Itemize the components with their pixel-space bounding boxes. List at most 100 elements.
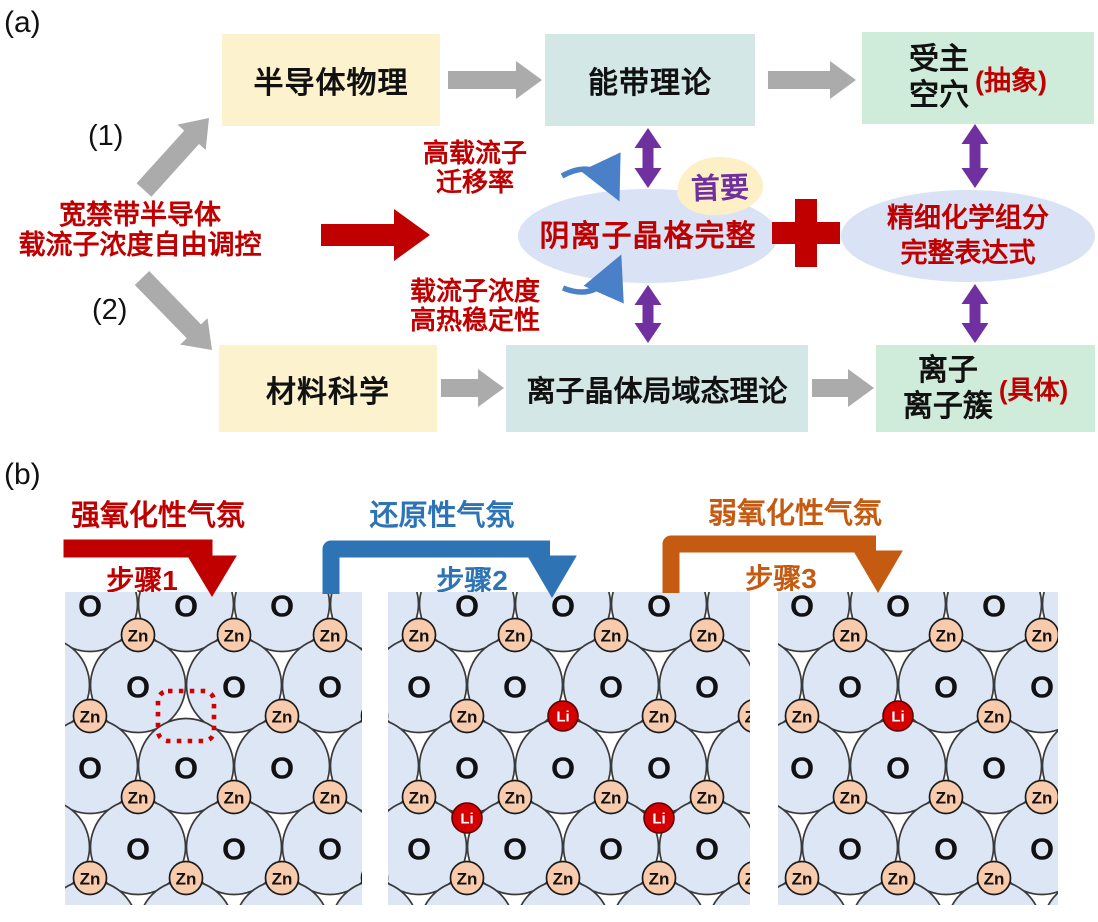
box-local-state-theory: 离子晶体局域态理论 <box>506 345 808 432</box>
oxygen-atom <box>388 592 420 650</box>
acceptor-line2: 空穴 <box>909 79 969 112</box>
oxygen-atom-label: O <box>551 592 575 624</box>
zinc-atom <box>880 860 916 896</box>
zinc-atom <box>593 617 629 653</box>
annot-mobility-line2: 迁移率 <box>435 167 514 198</box>
zinc-atom <box>401 779 437 815</box>
zinc-vacancy-marker <box>155 688 217 744</box>
annot-stability: 载流子浓度 高热稳定性 <box>399 276 551 335</box>
zinc-atom-label: Zn <box>1032 627 1053 646</box>
zinc-atom <box>360 709 362 723</box>
oxygen-atom-label: O <box>222 832 246 867</box>
zinc-atom-label: Zn <box>224 627 245 646</box>
zinc-atom <box>784 860 820 896</box>
oxygen-atom-label: O <box>318 670 342 705</box>
zinc-atom <box>72 860 108 896</box>
oxygen-atom <box>610 592 708 653</box>
oxygen-atom-label: O <box>174 592 198 624</box>
oxygen-atom <box>233 592 331 653</box>
zinc-atom <box>832 779 868 815</box>
zinc-atom-label: Zn <box>697 789 718 808</box>
oxygen-atom-label: O <box>1030 670 1054 705</box>
lithium-atom <box>882 700 914 732</box>
oxygen-atom <box>137 592 235 653</box>
oxygen-atom-label: O <box>1030 832 1054 867</box>
lithium-atom-label: Li <box>891 709 904 726</box>
box-materials-science: 材料科学 <box>219 345 437 432</box>
lithium-atom <box>643 802 675 834</box>
zinc-atom-label: Zn <box>176 870 197 889</box>
zinc-atom <box>928 617 964 653</box>
ellipse-anion-lattice-text: 阴离子晶格完整 <box>539 219 757 253</box>
zinc-atom <box>689 779 725 815</box>
zinc-atom-label: Zn <box>936 627 957 646</box>
zinc-atom-label: Zn <box>697 627 718 646</box>
flow-arrow-materials-local-icon <box>441 369 504 407</box>
box-local-state-theory-text: 离子晶体局域态理论 <box>526 375 788 408</box>
oxygen-atom-label: O <box>934 670 958 705</box>
plus-icon <box>772 199 840 267</box>
step1-label: 步骤1 <box>106 565 178 596</box>
ion-tag-concrete: (具体) <box>998 375 1069 405</box>
oxygen-atom-label: O <box>407 832 431 867</box>
oxygen-atom <box>706 592 750 653</box>
zinc-atom-label: Zn <box>745 708 750 727</box>
zinc-atom <box>449 860 485 896</box>
panel-b-label: (b) <box>4 458 41 491</box>
zinc-atom <box>312 779 348 815</box>
zinc-atom-label: Zn <box>128 789 149 808</box>
double-arrow-band-anion-icon <box>634 128 662 188</box>
zinc-atom-label: Zn <box>936 789 957 808</box>
zinc-atom <box>593 779 629 815</box>
zinc-atom-label: Zn <box>553 870 574 889</box>
zinc-atom <box>360 871 362 885</box>
oxygen-atom <box>65 592 139 653</box>
zinc-atom <box>976 698 1012 734</box>
lattice-step1-zno-with-vacancy: OOOOOOOOOOOOZnZnZnZnZnZnZnZnZnZnZnZnZn <box>65 592 362 905</box>
zinc-atom <box>641 860 677 896</box>
box-band-theory-text: 能带理论 <box>588 67 712 100</box>
oxygen-atom <box>388 882 414 905</box>
atmosphere-title-step2: 还原性气氛 <box>369 500 515 532</box>
zinc-atom <box>928 779 964 815</box>
oxygen-atom <box>514 592 612 653</box>
zinc-atom <box>216 617 252 653</box>
path-2-label: (2) <box>92 294 128 326</box>
flow-arrow-physics-band-icon <box>448 61 542 99</box>
zinc-atom-label: Zn <box>80 870 101 889</box>
source-line1: 宽禁带半导体 <box>59 200 221 230</box>
box-ion-cluster: 离子 离子簇 (具体) <box>876 345 1095 432</box>
box-ion-cluster-lines: 离子 离子簇 <box>903 353 993 425</box>
zinc-atom <box>976 860 1012 896</box>
lithium-atom <box>547 700 579 732</box>
zinc-atom-label: Zn <box>792 708 813 727</box>
ion-line1: 离子 <box>917 353 978 387</box>
zinc-atom-label: Zn <box>1032 789 1053 808</box>
zinc-atom <box>689 617 725 653</box>
zinc-atom <box>449 698 485 734</box>
ellipse-comp-line2: 完整表达式 <box>900 238 1036 268</box>
lithium-atom-label: Li <box>556 709 569 726</box>
zinc-atom <box>497 779 533 815</box>
acceptor-line1: 受主 <box>909 43 969 76</box>
box-acceptor-hole: 受主 空穴 (抽象) <box>862 32 1094 124</box>
annot-mobility: 高载流子 迁移率 <box>400 138 550 198</box>
oxygen-atom-label: O <box>886 751 910 786</box>
zinc-atom-label: Zn <box>457 870 478 889</box>
oxygen-atom <box>418 592 516 653</box>
ion-line2: 离子簇 <box>902 389 993 423</box>
zinc-atom <box>120 779 156 815</box>
source-statement: 宽禁带半导体 载流子浓度自由调控 <box>0 200 280 260</box>
panel-a-label: (a) <box>4 6 41 39</box>
zinc-atom-label: Zn <box>409 627 430 646</box>
box-materials-science-text: 材料科学 <box>266 375 390 409</box>
zinc-atom-label: Zn <box>409 789 430 808</box>
oxygen-atom-label: O <box>503 832 527 867</box>
zinc-atom <box>120 617 156 653</box>
oxygen-atom-label: O <box>599 832 623 867</box>
oxygen-atom-label: O <box>78 751 102 786</box>
zinc-atom <box>264 860 300 896</box>
oxygen-atom <box>137 717 235 815</box>
